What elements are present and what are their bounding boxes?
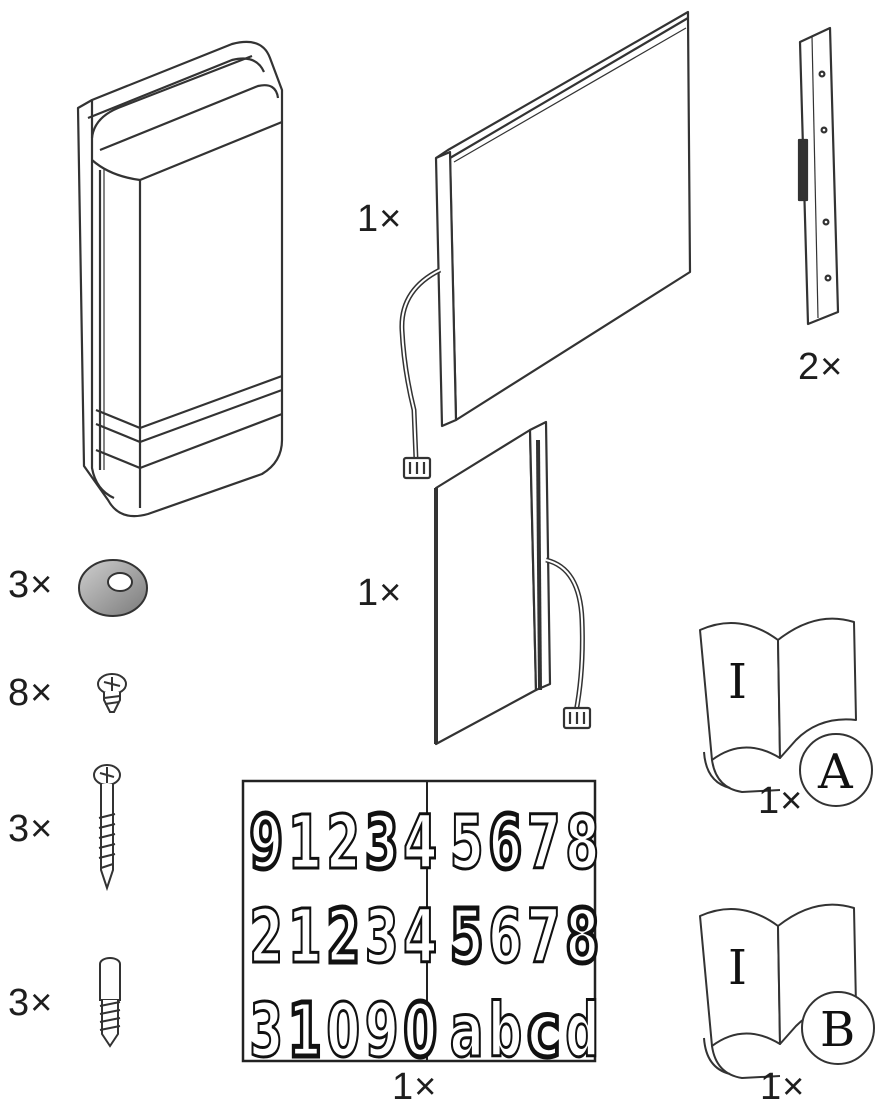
sheet-char-r2-c7: 6 (488, 894, 522, 980)
manual-b-page-mark: I (728, 940, 747, 996)
wood-screw (93, 764, 121, 892)
sheet-char-r1-c1: 9 (249, 800, 283, 886)
manual-b-quantity: 1× (760, 1066, 806, 1108)
sheet-char-r3-c3: 0 (326, 988, 360, 1074)
light-panel (434, 420, 592, 746)
short-screw-quantity: 8× (8, 672, 54, 714)
sheet-char-r2-c6: 5 (450, 894, 484, 980)
sheet-char-r3-c4: 9 (365, 988, 399, 1074)
anchor-bolt (99, 957, 121, 1048)
sheet-char-r1-c6: 5 (450, 800, 484, 886)
sheet-char-r2-c5: 4 (403, 894, 437, 980)
manual-a-badge: A (817, 744, 854, 800)
short-screw (97, 673, 127, 713)
manual-a (699, 617, 873, 807)
spacer-ring (78, 559, 148, 617)
sheet-char-r2-c2: 1 (288, 894, 322, 980)
sheet-char-r3-c9: d (565, 988, 599, 1074)
manual-b-badge: B (820, 1002, 855, 1058)
number-sheet-quantity: 1× (392, 1066, 438, 1108)
anchor-bolt-quantity: 3× (8, 982, 54, 1024)
sheet-char-r2-c3: 2 (326, 894, 360, 980)
sheet-char-r1-c3: 2 (326, 800, 360, 886)
wood-screw-quantity: 3× (8, 808, 54, 850)
sheet-char-r3-c1: 3 (249, 988, 283, 1074)
sheet-char-r3-c7: b (488, 988, 522, 1074)
spacer-ring-quantity: 3× (8, 564, 54, 606)
sheet-char-r1-c5: 4 (403, 800, 437, 886)
sheet-char-r1-c4: 3 (365, 800, 399, 886)
sheet-char-r2-c9: 8 (565, 894, 599, 980)
sheet-char-r3-c2: 1 (288, 988, 322, 1074)
display-panel (399, 10, 692, 480)
sheet-char-r1-c2: 1 (288, 800, 322, 886)
sheet-char-r3-c6: a (450, 988, 484, 1074)
manual-a-page-mark: I (728, 654, 747, 710)
sheet-char-r2-c4: 3 (365, 894, 399, 980)
manual-a-quantity: 1× (758, 780, 804, 822)
sheet-char-r3-c5: 0 (403, 988, 437, 1074)
sheet-char-r1-c8: 7 (527, 800, 561, 886)
light-panel-quantity: 1× (357, 572, 403, 614)
sheet-char-r3-c8: c (527, 988, 561, 1074)
sheet-char-r1-c9: 8 (565, 800, 599, 886)
display-panel-quantity: 1× (357, 198, 403, 240)
housing (76, 40, 284, 518)
manual-b (699, 903, 875, 1079)
sheet-char-r2-c1: 2 (249, 894, 283, 980)
side-bracket-quantity: 2× (798, 346, 844, 388)
sheet-char-r2-c8: 7 (527, 894, 561, 980)
side-bracket (797, 26, 840, 326)
sheet-char-r1-c7: 6 (488, 800, 522, 886)
